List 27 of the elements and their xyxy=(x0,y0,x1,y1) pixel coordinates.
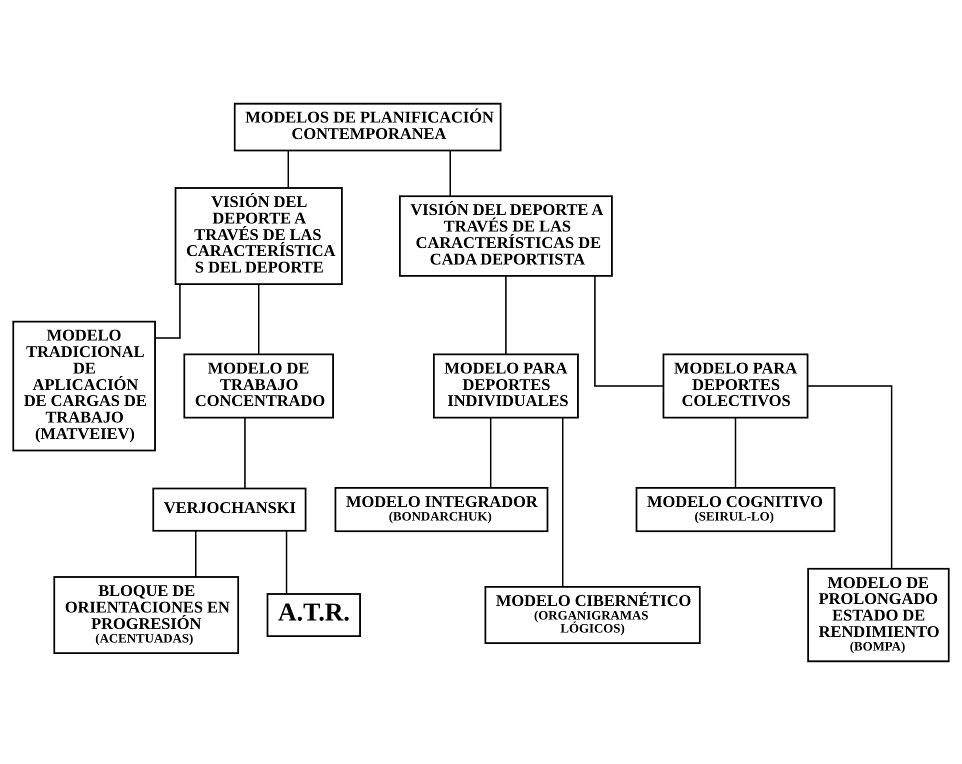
node-box: VISIÓN DEL DEPORTE A TRAVÉS DE LAS CARACTERÍSTICAS DE CADA DEPORTISTA xyxy=(399,194,613,276)
connector xyxy=(194,530,196,576)
connector xyxy=(734,417,736,488)
connector xyxy=(505,276,507,354)
connector xyxy=(244,417,246,488)
node-box: MODELO INTEGRADOR (BONDARCHUK) xyxy=(334,486,548,532)
connector xyxy=(155,284,181,338)
node-box: MODELO TRADICIONAL DE APLICACIÓN DE CARGAS DE TRABAJO (MATVEIEV) xyxy=(12,320,156,451)
node-box: VERJOCHANSKI xyxy=(152,487,306,532)
connector xyxy=(490,417,492,488)
node-box: MODELO PARA DEPORTES INDIVIDUALES xyxy=(432,353,579,418)
connector xyxy=(562,417,564,586)
node-box: MODELO DE TRABAJO CONCENTRADO xyxy=(183,353,334,418)
node-box: MODELO CIBERNÉTICO (ORGANIGRAMAS LÓGICOS) xyxy=(484,586,701,644)
connector xyxy=(449,150,452,196)
connector xyxy=(288,150,290,188)
node-box: A.T.R. xyxy=(266,592,361,636)
node-box: VISIÓN DEL DEPORTE A TRAVÉS DE LAS CARACTERÍSTICAS DEL DEPORTE xyxy=(174,186,343,284)
connector xyxy=(594,276,664,386)
node-box: MODELOS DE PLANIFICACIÓN CONTEMPORANEA xyxy=(234,102,502,151)
connector xyxy=(808,384,892,568)
node-box: MODELO PARA DEPORTES COLECTIVOS xyxy=(662,353,808,418)
node-box: MODELO COGNITIVO (SEIRUL-LO) xyxy=(636,486,836,532)
connector xyxy=(258,284,260,354)
node-box: BLOQUE DE ORIENTACIONES EN PROGRESIÓN (ACENTUADAS) xyxy=(53,576,240,654)
connector xyxy=(286,530,288,594)
node-box: MODELO DE PROLONGADO ESTADO DE RENDIMIENTO (BOMPA) xyxy=(807,567,950,662)
